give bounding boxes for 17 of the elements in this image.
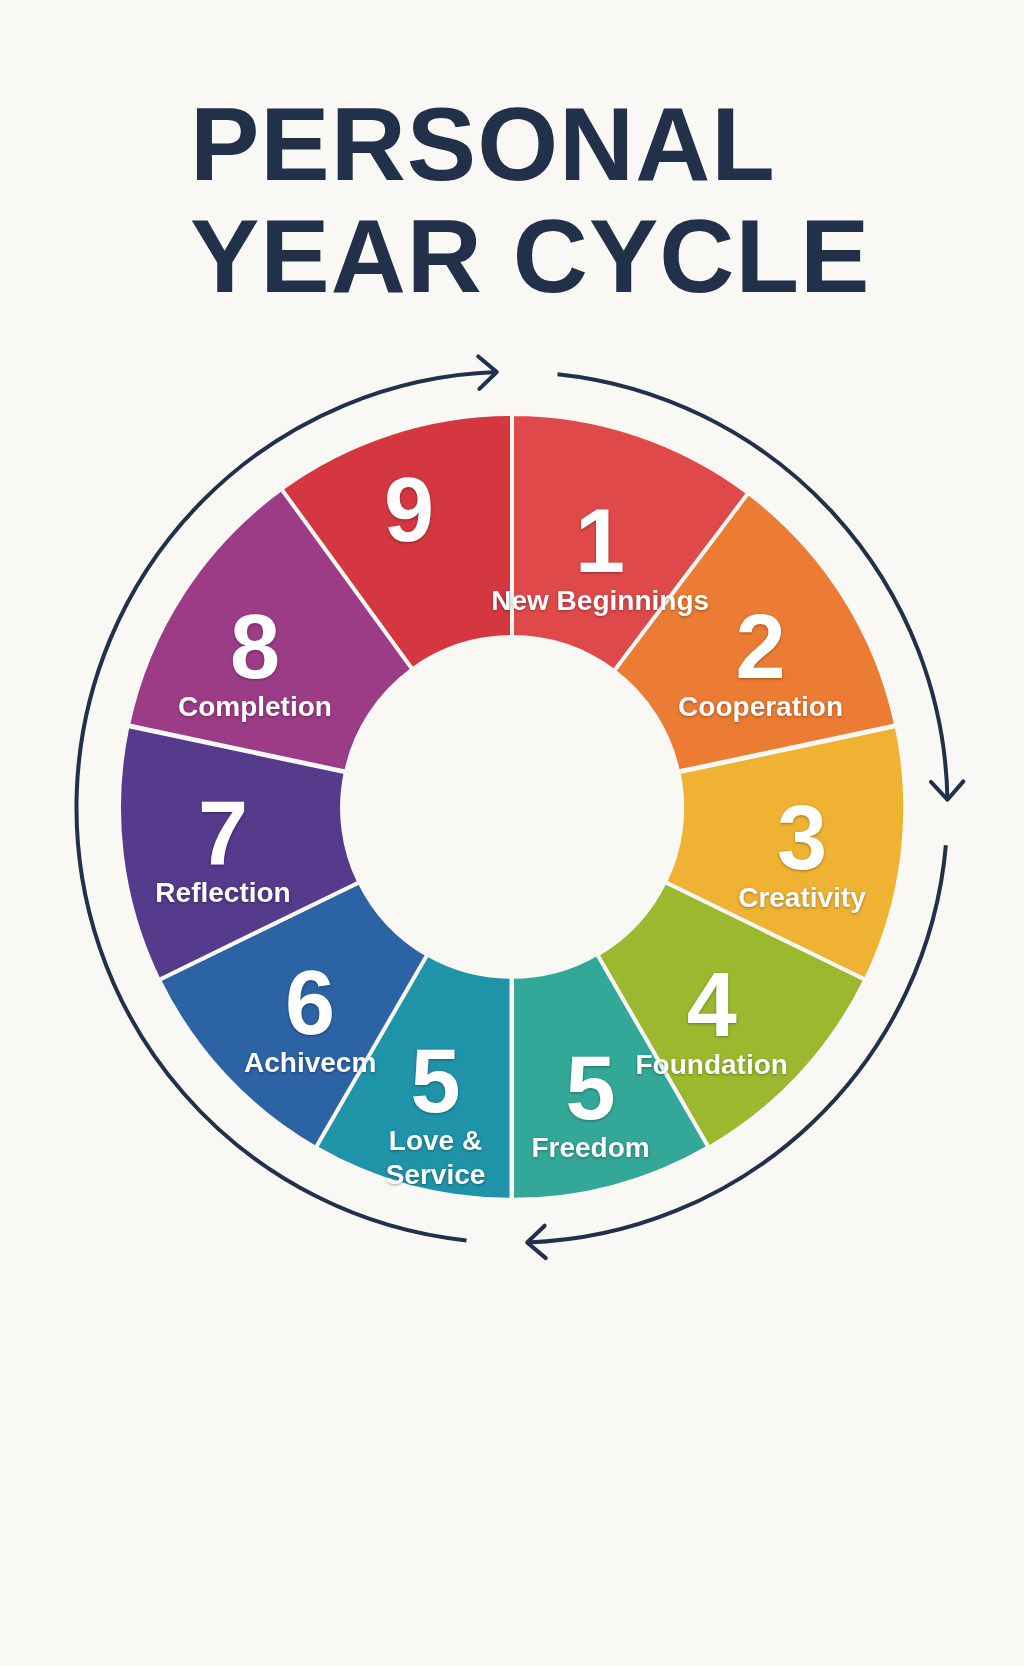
year-number: 6: [285, 959, 336, 1046]
segment-label: Completion: [177, 689, 332, 724]
year-number: 9: [383, 466, 434, 553]
year-number: 5: [410, 1038, 461, 1125]
year-number: 3: [776, 795, 827, 882]
segment-label: Cooperation: [678, 689, 843, 724]
year-number: 4: [686, 961, 737, 1048]
year-number: 1: [575, 497, 626, 584]
year-number: 7: [198, 789, 249, 876]
segment-label: Love & Service: [384, 1124, 487, 1193]
segment-label: Reflection: [155, 875, 291, 910]
title: PERSONAL YEAR CYCLE: [190, 88, 872, 312]
year-number: 8: [229, 603, 280, 690]
year-number: 2: [735, 603, 786, 690]
year-number: 5: [565, 1044, 616, 1131]
segment-label: Creativity: [738, 881, 866, 916]
segment-label: Freedom: [531, 1130, 650, 1165]
